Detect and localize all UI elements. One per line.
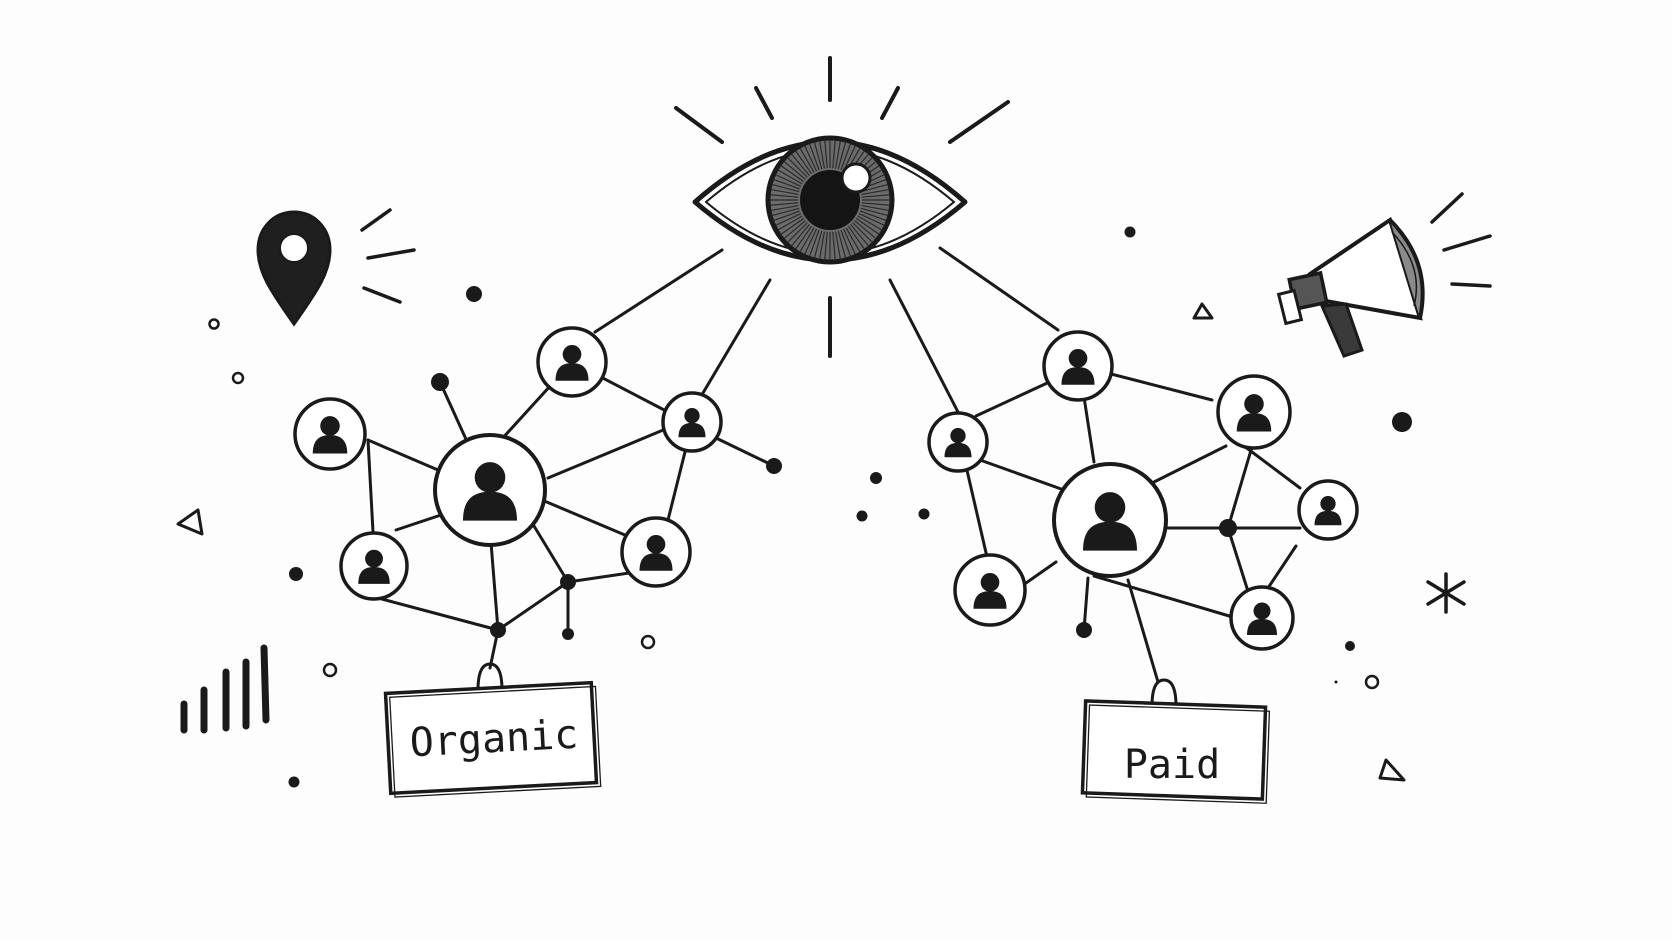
asterisk-icon — [1426, 572, 1466, 614]
paid-sign: Paid — [1080, 678, 1271, 804]
organic-sign: Organic — [383, 662, 602, 798]
paid-label: Paid — [1124, 742, 1220, 788]
user-node — [293, 397, 367, 471]
bar-chart-icon — [180, 644, 270, 734]
user-node — [1297, 479, 1359, 541]
eye-connectors — [593, 246, 1060, 414]
eye-icon — [674, 56, 1010, 358]
user-node — [661, 391, 723, 453]
organic-user-nodes — [293, 326, 723, 601]
map-pin-icon — [256, 208, 416, 327]
paid-junctions — [1076, 519, 1237, 638]
user-node — [1229, 585, 1295, 651]
paid-network: Paid — [927, 330, 1359, 804]
user-node — [620, 516, 692, 588]
user-node-large — [433, 433, 547, 547]
scatter-dots — [208, 226, 1412, 788]
eye-rays — [674, 56, 1010, 358]
paid-user-nodes — [927, 330, 1359, 651]
user-node-large — [1052, 462, 1168, 578]
user-node — [1216, 374, 1292, 450]
triangle-shapes — [176, 302, 1406, 782]
organic-label: Organic — [409, 712, 580, 767]
organic-junctions — [431, 373, 782, 640]
user-node — [536, 326, 608, 398]
user-node — [1042, 330, 1114, 402]
megaphone-icon — [1276, 192, 1492, 358]
organic-network: Organic — [293, 326, 782, 798]
user-node — [927, 411, 989, 473]
eye-highlight — [840, 162, 872, 194]
paid-network-links — [958, 364, 1302, 684]
user-node — [953, 553, 1027, 627]
user-node — [339, 531, 409, 601]
